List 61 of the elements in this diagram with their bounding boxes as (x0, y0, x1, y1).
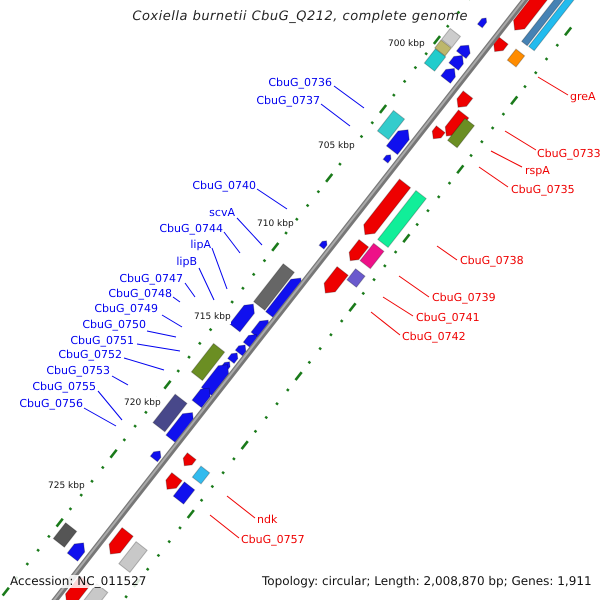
leader-line (172, 296, 180, 302)
leader-line (398, 276, 430, 298)
leader-line (490, 150, 522, 168)
leader-line (198, 268, 214, 300)
gene-label: CbuG_0753 (46, 364, 110, 377)
leader-line (162, 314, 182, 328)
accession-text: Accession: NC_011527 (10, 575, 146, 588)
scale-label: 705 kbp (318, 140, 355, 153)
gene-label: CbuG_0736 (268, 76, 332, 89)
gene-label: greA (570, 90, 596, 103)
gene-label: CbuG_0752 (58, 348, 122, 361)
leader-line (226, 496, 256, 518)
leader-line (334, 86, 364, 108)
leader-line (320, 104, 350, 126)
leader-line (136, 344, 180, 352)
scale-label: 710 kbp (257, 218, 294, 231)
gene-label: CbuG_0738 (460, 254, 524, 267)
leader-line (212, 248, 228, 290)
gene-label: CbuG_0749 (94, 302, 158, 315)
gene-label: CbuG_0739 (432, 291, 496, 304)
leader-line (436, 246, 458, 260)
gene-label: rspA (525, 164, 550, 177)
leader-line (236, 218, 262, 246)
gene-label: ndk (257, 513, 278, 526)
gene-label: CbuG_0748 (108, 287, 172, 300)
leader-line (184, 282, 196, 298)
scale-label: 700 kbp (388, 38, 425, 51)
leader-line (382, 296, 414, 316)
leader-line (112, 376, 128, 386)
gene-label: CbuG_0735 (511, 183, 575, 196)
gene-label: CbuG_0740 (192, 179, 256, 192)
leader-line (146, 330, 176, 338)
gene-label: CbuG_0741 (416, 311, 480, 324)
gene-label: CbuG_0750 (82, 318, 146, 331)
gene-label: CbuG_0755 (32, 380, 96, 393)
leader-line (98, 390, 122, 420)
leader-line (538, 76, 568, 96)
gene-label: CbuG_0751 (70, 334, 134, 347)
leader-line (224, 232, 240, 254)
gene-label: CbuG_0757 (241, 533, 305, 546)
leader-line (210, 514, 240, 538)
gene-label: lipB (176, 255, 197, 268)
leader-line (256, 188, 288, 210)
gene-label: CbuG_0747 (119, 272, 183, 285)
gene-label: CbuG_0756 (19, 397, 83, 410)
genome-summary: Topology: circular; Length: 2,008,870 bp; Genes: 1,911 (262, 575, 592, 588)
gene-label: CbuG_0742 (402, 330, 466, 343)
gene-label: lipA (190, 238, 211, 251)
scale-label: 725 kbp (48, 480, 85, 493)
title: Coxiella burnetii CbuG_Q212, complete genome (132, 10, 468, 23)
leader-line (124, 358, 164, 370)
leader-line (504, 130, 536, 150)
scale-label: 720 kbp (124, 397, 161, 410)
gene-label: CbuG_0744 (159, 222, 223, 235)
leader-line (478, 166, 508, 188)
gene-label: CbuG_0733 (537, 147, 600, 160)
scale-label: 715 kbp (194, 311, 231, 324)
leader-line (370, 312, 400, 336)
leader-line (84, 408, 116, 426)
gene-label: CbuG_0737 (256, 94, 320, 107)
gene-label: scvA (209, 206, 235, 219)
